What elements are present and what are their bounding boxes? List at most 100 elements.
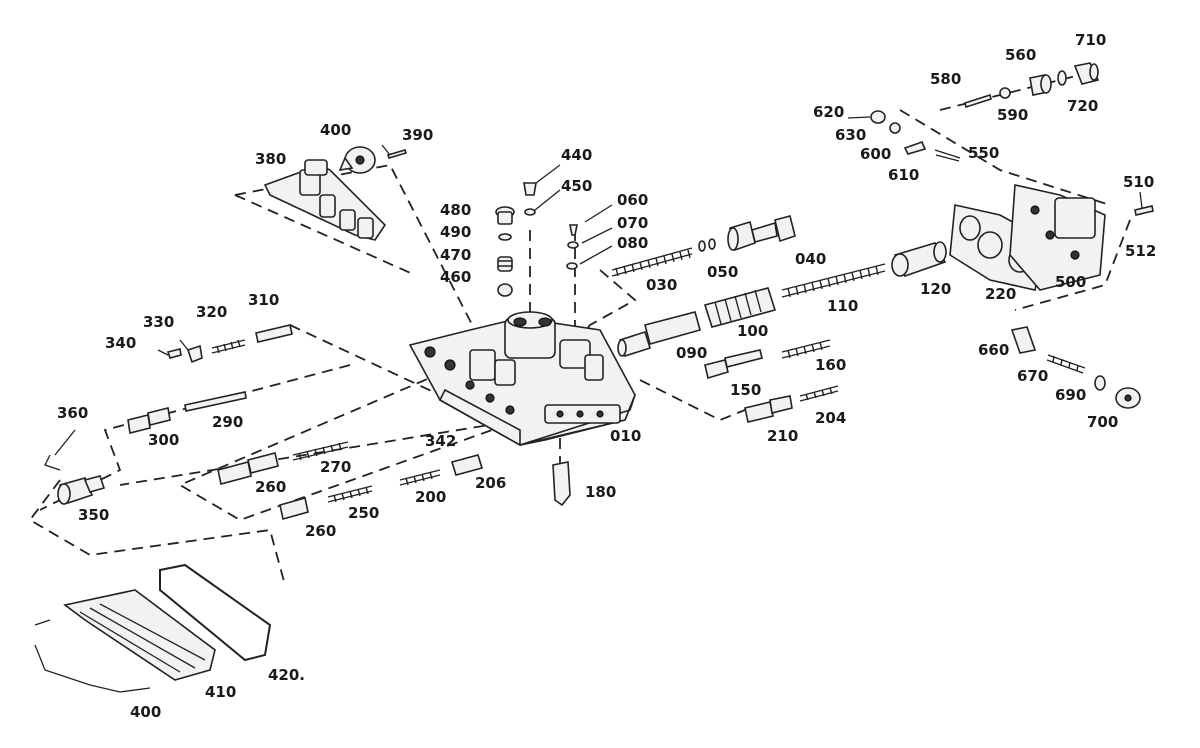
oil-pan-410 xyxy=(63,589,216,681)
ring-070 xyxy=(567,241,579,249)
oring-490 xyxy=(498,233,512,241)
assembly-dashed-lines xyxy=(28,74,1131,586)
valve-260a xyxy=(217,452,279,485)
label-400b: 400 xyxy=(130,703,161,721)
label-610: 610 xyxy=(888,166,919,184)
label-260a: 260 xyxy=(255,478,286,496)
plug-660 xyxy=(1010,326,1037,354)
label-480: 480 xyxy=(440,201,471,219)
label-210: 210 xyxy=(767,427,798,445)
label-340: 340 xyxy=(105,334,136,352)
plug-620 xyxy=(870,110,886,124)
label-050: 050 xyxy=(707,263,738,281)
label-040: 040 xyxy=(795,250,826,268)
part-labels: 010 030 040 050 060 070 080 090 100 110 … xyxy=(57,31,1156,721)
label-250: 250 xyxy=(348,504,379,522)
label-342: 342 xyxy=(425,432,456,450)
spring-110 xyxy=(781,263,886,298)
label-500: 500 xyxy=(1055,273,1086,291)
spring-200 xyxy=(399,469,441,486)
label-270: 270 xyxy=(320,458,351,476)
leader-lines xyxy=(54,116,1143,456)
label-550: 550 xyxy=(968,144,999,162)
pin-600 xyxy=(903,140,927,155)
spring-320 xyxy=(211,339,246,354)
ring-080 xyxy=(566,262,578,270)
cap-480 xyxy=(495,206,515,225)
valve-040 xyxy=(727,215,796,252)
screw-340 xyxy=(166,348,182,359)
bolt-510 xyxy=(1134,205,1154,216)
pin-290 xyxy=(184,391,247,412)
label-206: 206 xyxy=(475,474,506,492)
label-080: 080 xyxy=(617,234,648,252)
spring-250 xyxy=(327,485,373,503)
label-690: 690 xyxy=(1055,386,1086,404)
label-410: 410 xyxy=(205,683,236,701)
valve-260b xyxy=(279,497,309,520)
cap-700 xyxy=(1115,387,1141,409)
label-360: 360 xyxy=(57,404,88,422)
label-380: 380 xyxy=(255,150,286,168)
label-330: 330 xyxy=(143,313,174,331)
pin-580 xyxy=(964,93,992,109)
label-180: 180 xyxy=(585,483,616,501)
label-660: 660 xyxy=(978,341,1009,359)
valve-210 xyxy=(744,395,793,423)
label-470: 470 xyxy=(440,246,471,264)
label-204: 204 xyxy=(815,409,846,427)
plug-440 xyxy=(523,182,537,196)
label-420: 420. xyxy=(268,666,305,684)
spring-470 xyxy=(497,256,513,272)
label-290: 290 xyxy=(212,413,243,431)
sleeve-560 xyxy=(1029,74,1052,96)
plunger-180 xyxy=(552,461,571,507)
valve-300 xyxy=(127,407,171,434)
label-110: 110 xyxy=(827,297,858,315)
wire-400 xyxy=(34,619,151,693)
gasket-420 xyxy=(159,563,272,662)
ring-690 xyxy=(1094,375,1106,391)
valve-150 xyxy=(704,349,763,380)
label-440: 440 xyxy=(561,146,592,164)
label-700: 700 xyxy=(1087,413,1118,431)
spring-670 xyxy=(1046,354,1086,374)
label-390: 390 xyxy=(402,126,433,144)
pin-060 xyxy=(569,224,578,236)
cap-710 xyxy=(1073,62,1100,85)
label-300: 300 xyxy=(148,431,179,449)
ring-630 xyxy=(889,122,901,134)
plate-400 xyxy=(338,146,376,174)
label-490: 490 xyxy=(440,223,471,241)
label-090: 090 xyxy=(676,344,707,362)
valve-body-010 xyxy=(408,311,636,447)
solenoid-350 xyxy=(57,475,106,505)
clip-330 xyxy=(186,344,203,364)
label-220: 220 xyxy=(985,285,1016,303)
label-460: 460 xyxy=(440,268,471,286)
spring-270 xyxy=(292,441,349,461)
spring-610 xyxy=(934,149,961,162)
label-320: 320 xyxy=(196,303,227,321)
oring-450 xyxy=(524,208,536,216)
label-510: 510 xyxy=(1123,173,1154,191)
label-160: 160 xyxy=(815,356,846,374)
label-060: 060 xyxy=(617,191,648,209)
label-200: 200 xyxy=(415,488,446,506)
cover-plate-380 xyxy=(263,159,387,241)
ring-720 xyxy=(1057,70,1067,86)
label-710: 710 xyxy=(1075,31,1106,49)
pin-310 xyxy=(255,324,293,343)
spring-160 xyxy=(781,339,831,359)
label-512: 512 xyxy=(1125,242,1156,260)
spring-100 xyxy=(703,287,777,328)
label-590: 590 xyxy=(997,106,1028,124)
label-070: 070 xyxy=(617,214,648,232)
label-150: 150 xyxy=(730,381,761,399)
label-580: 580 xyxy=(930,70,961,88)
valve-090 xyxy=(617,311,701,358)
ring-460 xyxy=(497,283,513,297)
valve-206 xyxy=(450,454,484,476)
label-630: 630 xyxy=(835,126,866,144)
